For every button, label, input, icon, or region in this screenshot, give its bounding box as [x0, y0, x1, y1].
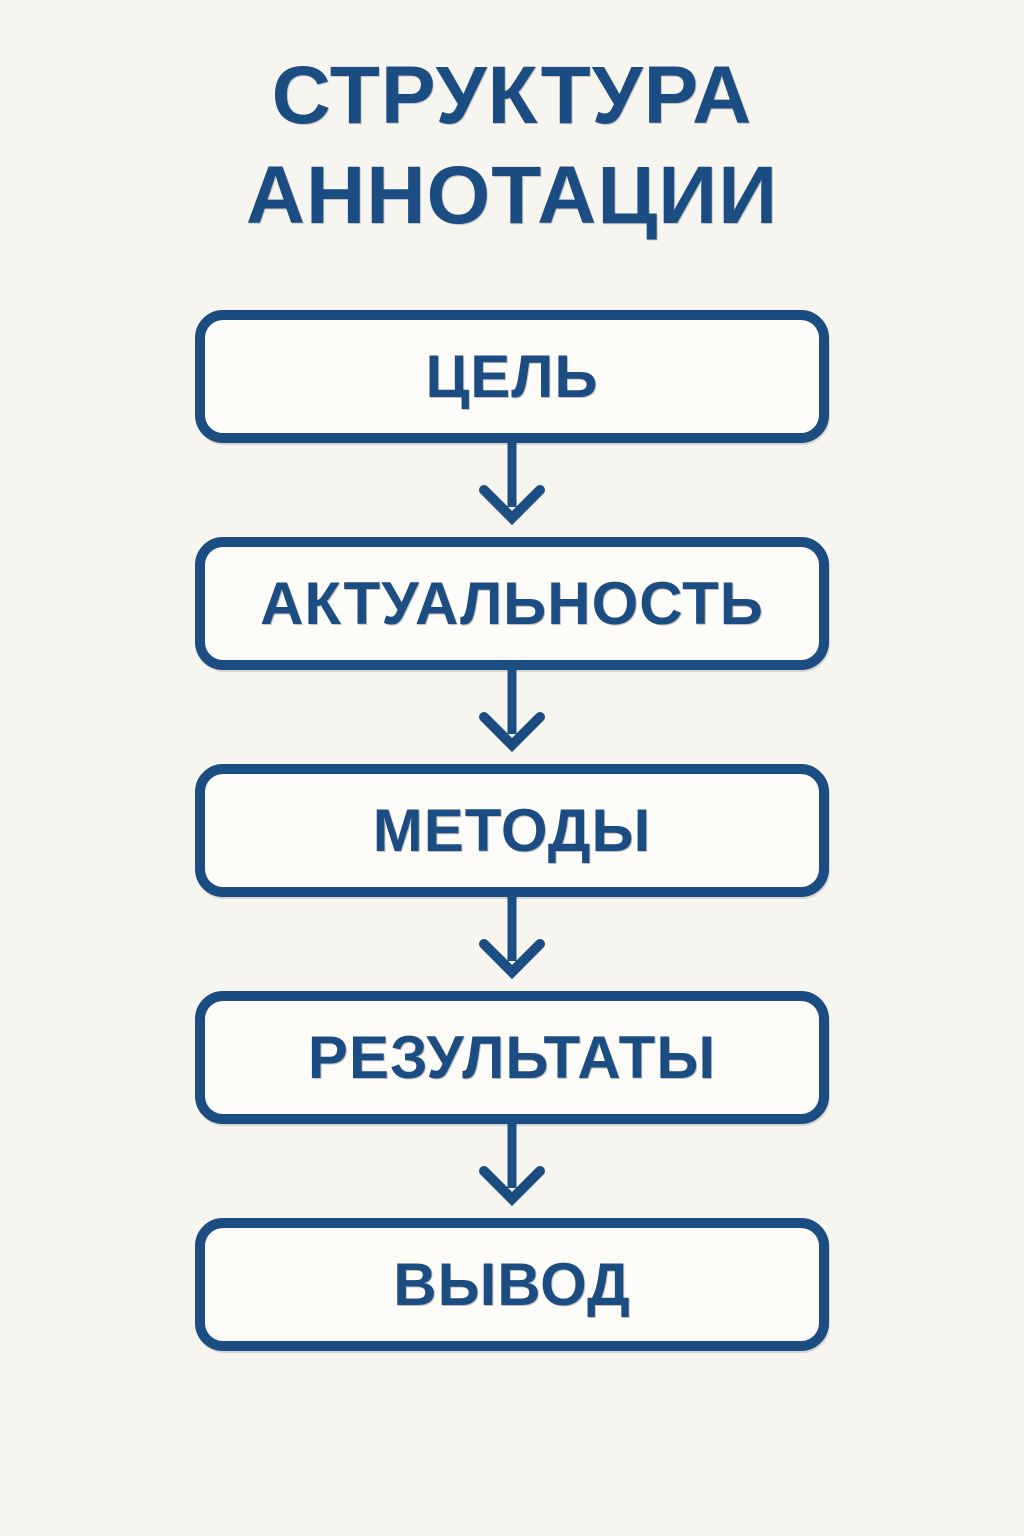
flow-step-label: ВЫВОД — [393, 1251, 631, 1319]
flow-step-label: РЕЗУЛЬТАТЫ — [307, 1024, 717, 1092]
flow-step-label: АКТУАЛЬНОСТЬ — [260, 570, 764, 638]
flow-step-goal: ЦЕЛЬ — [195, 310, 829, 444]
arrow-down-icon — [452, 1124, 572, 1218]
arrow-down-icon — [452, 443, 572, 537]
flow-step-label: ЦЕЛЬ — [425, 343, 599, 411]
flow-step-conclusion: ВЫВОД — [195, 1218, 829, 1352]
flow-step-relevance: АКТУАЛЬНОСТЬ — [195, 537, 829, 671]
page-title: СТРУКТУРА АННОТАЦИИ — [246, 46, 778, 246]
page-title-line2: АННОТАЦИИ — [245, 150, 779, 242]
flowchart: ЦЕЛЬ АКТУАЛЬНОСТЬ МЕТОДЫ — [195, 310, 829, 1352]
flow-step-label: МЕТОДЫ — [372, 797, 652, 865]
arrow-down-icon — [452, 670, 572, 764]
page-title-line1: СТРУКТУРА — [271, 50, 753, 141]
flow-step-methods: МЕТОДЫ — [195, 764, 829, 898]
flow-step-results: РЕЗУЛЬТАТЫ — [195, 991, 829, 1125]
arrow-down-icon — [452, 897, 572, 991]
